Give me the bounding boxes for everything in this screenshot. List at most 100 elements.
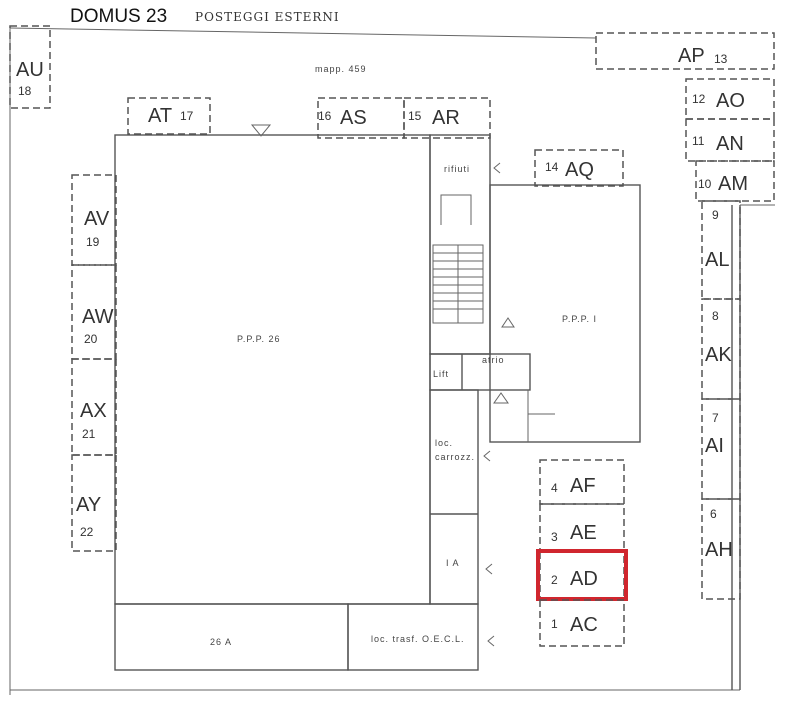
- parking-spot-number: 9: [712, 208, 719, 222]
- parking-spot-code: AK: [705, 344, 732, 366]
- parking-spot-number: 8: [712, 309, 719, 323]
- parking-spot-number: 17: [180, 109, 194, 123]
- parking-spot-code: AT: [148, 105, 172, 127]
- parking-spot-outline: [595, 32, 775, 70]
- parking-spot-code: AF: [570, 475, 596, 497]
- parking-spot-ak[interactable]: AK 8: [701, 298, 741, 400]
- parking-spot-outline: [701, 298, 741, 400]
- parking-spot-code: AS: [340, 107, 367, 129]
- parking-spot-number: 19: [86, 235, 100, 249]
- parking-spot-number: 16: [318, 109, 332, 123]
- room-loc-trasf: [347, 603, 479, 671]
- parking-spot-number: 22: [80, 525, 94, 539]
- parking-spot-code: AX: [80, 400, 107, 422]
- parking-spot-code: AM: [718, 173, 748, 195]
- ppp1-label: P.P.P. I: [562, 314, 597, 324]
- parking-spot-ae[interactable]: AE3: [539, 503, 625, 551]
- lift-label: Lift: [433, 369, 449, 379]
- loc-trasf-label: loc. trasf. O.E.C.L.: [371, 634, 465, 644]
- parking-spot-outline: [701, 200, 741, 300]
- parking-spot-ap[interactable]: AP 13: [595, 32, 775, 70]
- parking-spot-ac[interactable]: AC 1: [539, 599, 625, 647]
- parking-spot-ah[interactable]: AH 6: [701, 498, 741, 600]
- entrance-marker-atrio: [493, 392, 509, 404]
- parking-spot-number: 10: [698, 177, 712, 191]
- parking-spot-number: 6: [710, 507, 717, 521]
- parking-spot-ar[interactable]: AR 15: [403, 97, 491, 139]
- staircase: [432, 194, 484, 324]
- parking-spot-am[interactable]: AM 10: [695, 160, 775, 202]
- parking-spot-af[interactable]: AF 4: [539, 459, 625, 505]
- parking-spot-code: AI: [705, 435, 724, 457]
- parking-spot-ax[interactable]: AX 21: [71, 358, 117, 456]
- parking-spot-at[interactable]: AT 17: [127, 97, 211, 135]
- parking-spot-number: 1: [551, 617, 558, 631]
- page-title: DOMUS 23: [70, 6, 168, 27]
- parking-spot-number: 11: [692, 134, 705, 148]
- parking-spot-av[interactable]: AV 19: [71, 174, 117, 266]
- parking-spot-outline: [685, 118, 775, 162]
- parking-spot-code: AW: [82, 306, 114, 328]
- parking-spot-outline: [701, 498, 741, 600]
- loc-carrozz-label-1: loc.: [435, 438, 453, 448]
- highlight-frame: [536, 549, 628, 601]
- parking-spot-code: AD: [570, 568, 598, 590]
- parking-spot-number: 15: [408, 109, 422, 123]
- property-line-top: [9, 27, 597, 39]
- service-column: [429, 389, 479, 605]
- marker-trasf: [487, 635, 495, 647]
- parking-spot-ai[interactable]: AI 7: [701, 398, 741, 500]
- parking-spot-number: 12: [692, 92, 706, 106]
- marker-ia: [485, 563, 493, 575]
- building-ppp26: [114, 134, 431, 605]
- ppp26-label: P.P.P. 26: [237, 334, 281, 344]
- parking-spot-outline: [701, 398, 741, 500]
- parking-spot-code: AC: [570, 614, 598, 636]
- parking-spot-code: AN: [716, 133, 744, 155]
- parking-spot-code: AP: [678, 45, 705, 67]
- parking-spot-number: 13: [714, 52, 728, 66]
- parking-spot-number: 3: [551, 530, 558, 544]
- parking-spot-number: 7: [712, 411, 719, 425]
- parking-spot-outline: [403, 97, 491, 139]
- parking-spot-number: 4: [551, 481, 558, 495]
- atrio-label: atrio: [482, 355, 505, 365]
- parking-spot-al[interactable]: AL 9: [701, 200, 741, 300]
- mapp-label: mapp. 459: [315, 64, 367, 74]
- parking-spot-code: AV: [84, 208, 110, 230]
- building-ppp1: [489, 184, 641, 443]
- parking-spot-au[interactable]: AU 18: [9, 25, 51, 109]
- parking-spot-number: 21: [82, 427, 96, 441]
- entrance-marker-ppp1: [501, 317, 515, 328]
- ia-label: I A: [446, 558, 460, 568]
- loc-carrozz-label-2: carrozz.: [435, 452, 475, 462]
- parking-spot-ay[interactable]: AY 22: [71, 454, 117, 552]
- parking-spot-number: 18: [18, 84, 32, 98]
- parking-spot-outline: [539, 599, 625, 647]
- parking-spot-as[interactable]: AS 16: [317, 97, 405, 139]
- parking-spot-aq[interactable]: AQ 14: [534, 149, 624, 187]
- parking-spot-outline: [127, 97, 211, 135]
- parking-spot-outline: [534, 149, 624, 187]
- parking-spot-ad[interactable]: AD2: [536, 549, 628, 601]
- parking-spot-an[interactable]: AN 11: [685, 118, 775, 162]
- parking-spot-code: AY: [76, 494, 101, 516]
- marker-carrozz: [483, 450, 491, 462]
- atrio-block: [429, 353, 531, 391]
- room-26a-label: 26 A: [210, 637, 232, 647]
- marker-rifiuti: [493, 162, 501, 174]
- parking-spot-outline: [71, 454, 117, 552]
- parking-spot-code: AU: [16, 59, 44, 81]
- page-subtitle: POSTEGGI ESTERNI: [195, 10, 340, 24]
- parking-spot-code: AQ: [565, 159, 594, 181]
- parking-spot-outline: [9, 25, 51, 109]
- parking-spot-number: 14: [545, 160, 559, 174]
- parking-spot-code: AH: [705, 539, 733, 561]
- parking-spot-code: AL: [705, 249, 729, 271]
- parking-spot-code: AR: [432, 107, 460, 129]
- parking-spot-outline: [539, 459, 625, 505]
